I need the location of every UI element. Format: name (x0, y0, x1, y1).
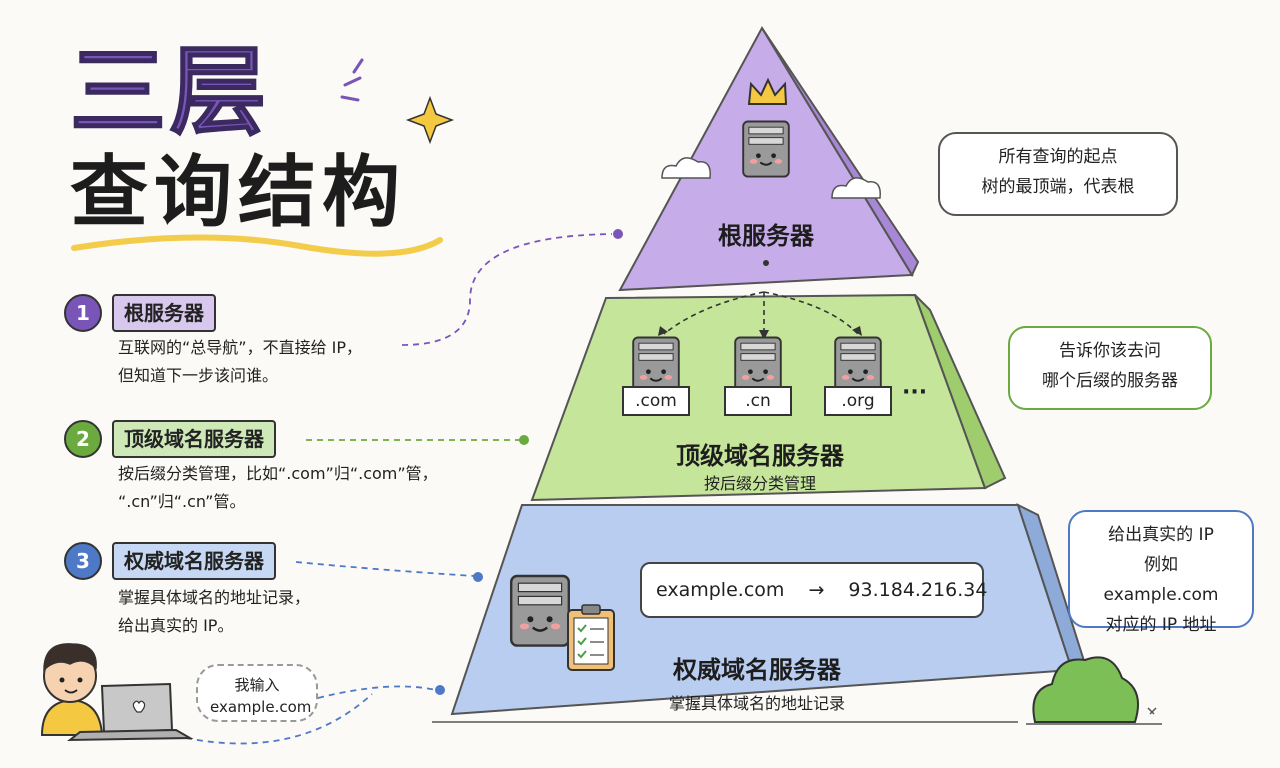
callout-auth-line3: 对应的 IP 地址 (1105, 615, 1217, 635)
user-avatar-icon (40, 643, 104, 736)
cloud-icon (831, 177, 881, 199)
callout-tld-line2: 哪个后缀的服务器 (1042, 371, 1178, 391)
callout-root-line2: 树的最顶端，代表根 (981, 177, 1135, 197)
legend-number-3: 3 (64, 542, 102, 580)
title-underline (71, 234, 443, 257)
title-line2: 查询结构 (70, 148, 407, 238)
tld-more-ellipsis: ··· (902, 380, 928, 405)
callout-auth-line1: 给出真实的 IP (1108, 525, 1214, 545)
cloud-icon (661, 157, 711, 179)
legend-label-root: 根服务器 (112, 294, 216, 332)
callout-tld: 告诉你该去问 哪个后缀的服务器 (1008, 326, 1212, 410)
server-icon-com (632, 336, 680, 394)
user-bubble-line1: 我输入 (234, 676, 280, 694)
legend-label-auth: 权威域名服务器 (112, 542, 276, 580)
mapping-domain: example.com (656, 579, 785, 601)
legend-number-1: 1 (64, 294, 102, 332)
sparkle-icon (340, 58, 455, 145)
bush-icon (1026, 656, 1162, 725)
connector-lines (185, 233, 613, 745)
server-icon-root (742, 120, 790, 178)
callout-auth: 给出真实的 IP 例如 example.com 对应的 IP 地址 (1068, 510, 1254, 635)
legend-desc-auth-line1: 掌握具体域名的地址记录， (118, 588, 311, 607)
legend-desc-tld-line1: 按后缀分类管理，比如“.com”归“.com”管， (118, 464, 438, 483)
callout-root: 所有查询的起点 树的最顶端，代表根 (938, 132, 1178, 216)
mapping-arrow-icon: → (808, 579, 825, 601)
legend-desc-tld-line2: “.cn”归“.cn”管。 (118, 492, 246, 511)
legend-desc-tld: 按后缀分类管理，比如“.com”归“.com”管， “.cn”归“.cn”管。 (118, 460, 438, 516)
callout-tld-line1: 告诉你该去问 (1059, 341, 1161, 361)
title-line1: 三层 (69, 36, 270, 148)
sparkle-small-icon (1147, 707, 1157, 715)
server-icon-cn (734, 336, 782, 394)
legend-number-2: 2 (64, 420, 102, 458)
callout-auth-line2: 例如 example.com (1103, 555, 1219, 605)
auth-layer-subtitle: 掌握具体域名的地址记录 (668, 694, 845, 713)
clipboard-icon (567, 604, 615, 671)
mapping-ip: 93.184.216.34 (848, 579, 988, 601)
auth-layer-title: 权威域名服务器 (673, 656, 841, 684)
legend-desc-auth: 掌握具体域名的地址记录， 给出真实的 IP。 (118, 584, 310, 640)
legend-desc-root: 互联网的“总导航”，不直接给 IP， 但知道下一步该问谁。 (118, 334, 362, 390)
tld-label-com: .com (622, 386, 690, 416)
callout-root-line1: 所有查询的起点 (998, 147, 1118, 167)
server-icon-authoritative (510, 574, 570, 647)
root-layer-title: 根服务器 (718, 222, 814, 250)
tld-layer-subtitle: 按后缀分类管理 (703, 474, 816, 493)
legend-desc-root-line2: 但知道下一步该问谁。 (118, 366, 279, 385)
legend-desc-auth-line2: 给出真实的 IP。 (118, 616, 234, 635)
tld-label-cn: .cn (724, 386, 792, 416)
crown-icon (747, 77, 788, 105)
tld-layer-title: 顶级域名服务器 (676, 442, 844, 470)
legend-label-tld: 顶级域名服务器 (112, 420, 276, 458)
user-bubble-line2: example.com (210, 698, 312, 716)
root-to-tld-arrows (663, 291, 859, 335)
legend-desc-root-line1: 互联网的“总导航”，不直接给 IP， (118, 338, 363, 357)
dns-mapping-box: example.com → 93.184.216.34 (640, 562, 988, 618)
server-icon-org (834, 336, 882, 394)
tld-label-org: .org (824, 386, 892, 416)
laptop-icon (67, 682, 194, 742)
connector-dots (435, 229, 623, 695)
user-input-bubble: 我输入 example.com (196, 664, 318, 722)
